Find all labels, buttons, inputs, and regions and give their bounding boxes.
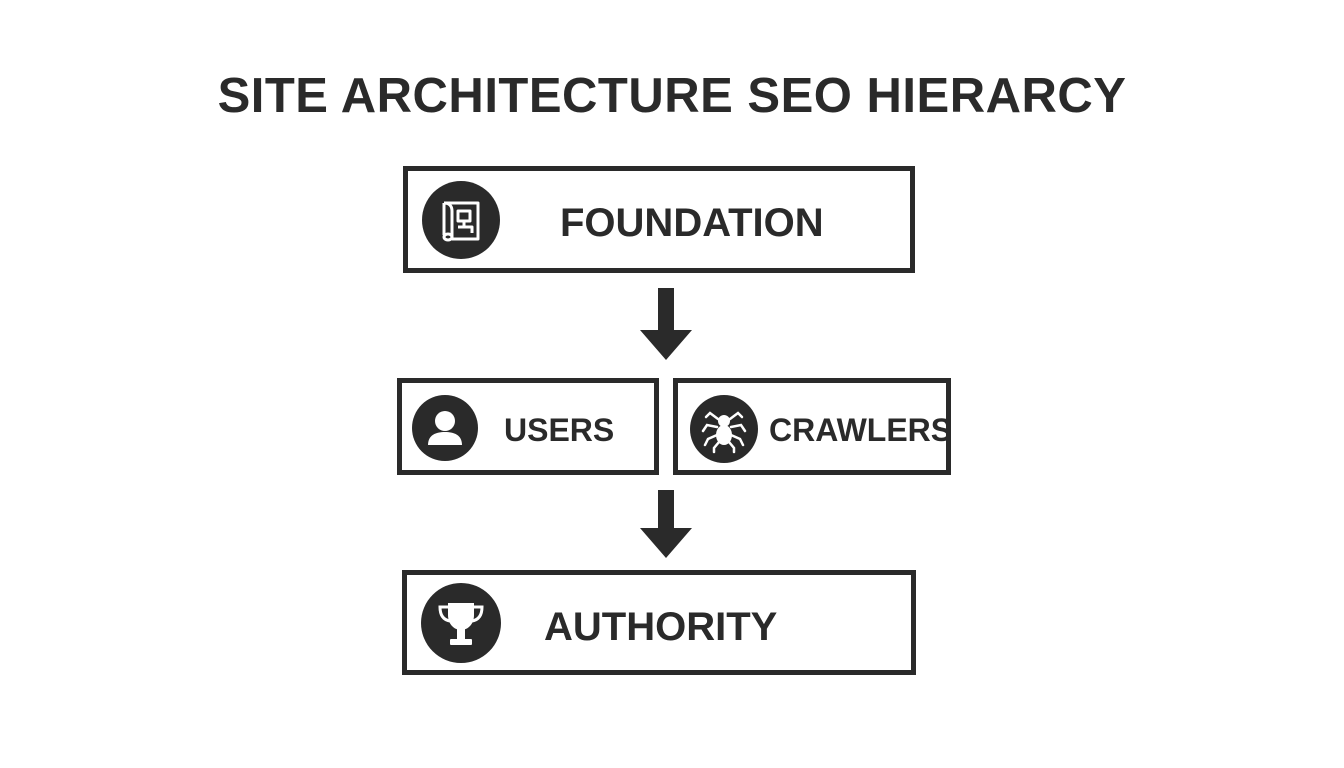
arrow-down-icon [640, 288, 692, 360]
crawlers-label: CRAWLERS [769, 412, 953, 448]
foundation-label: FOUNDATION [560, 201, 824, 245]
users-label: USERS [504, 412, 615, 448]
users-box: USERS [397, 378, 659, 475]
foundation-box: FOUNDATION [403, 166, 915, 273]
blueprint-icon [422, 181, 500, 259]
arrow-down-icon [640, 490, 692, 558]
crawlers-box: CRAWLERS [673, 378, 953, 475]
authority-box: AUTHORITY [402, 570, 916, 675]
diagram-title: SITE ARCHITECTURE SEO HIERARCY [217, 69, 1127, 123]
user-icon [412, 395, 478, 461]
authority-label: AUTHORITY [544, 605, 778, 649]
trophy-icon [421, 583, 501, 663]
spider-icon [690, 395, 758, 463]
